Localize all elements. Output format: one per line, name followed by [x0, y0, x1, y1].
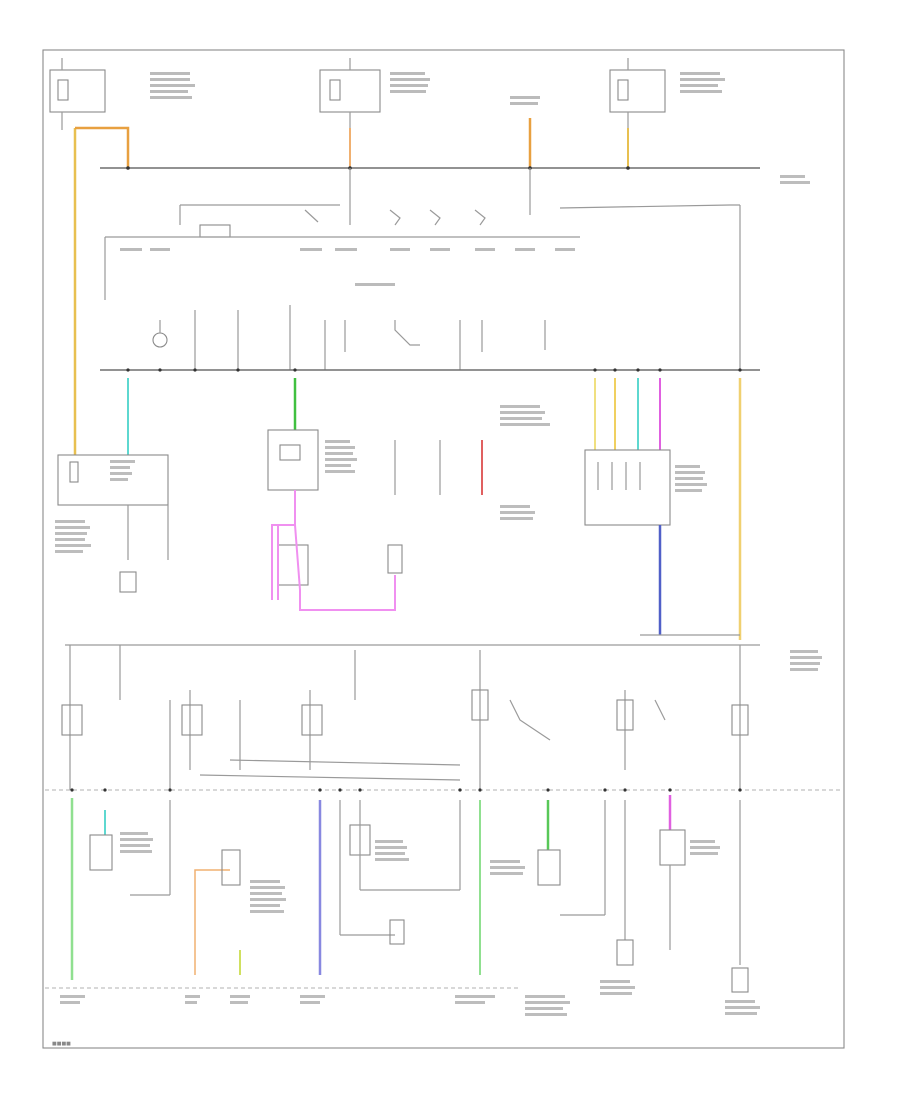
fuse-labels-top [150, 72, 725, 105]
switch-section [179, 168, 741, 370]
indicator-row [152, 305, 546, 370]
module-right [584, 449, 671, 526]
fuse-block-2 [319, 58, 381, 130]
label-blocks [55, 175, 822, 1016]
switch-labels [120, 248, 575, 286]
wire-orange-top [75, 126, 130, 168]
relay-row [61, 645, 749, 790]
module-left [57, 454, 169, 506]
fuse-block-1 [49, 58, 106, 130]
wire-orange-lower [194, 869, 230, 975]
fuse-block-3 [609, 58, 666, 130]
diagram-border [42, 49, 845, 1049]
lower-components [89, 800, 749, 993]
junction-dots [70, 368, 742, 792]
module-center-sub [277, 544, 309, 586]
module-center [267, 429, 319, 491]
page-marker: ■■■■ [52, 1041, 71, 1047]
wire-magenta-loop [271, 490, 396, 611]
